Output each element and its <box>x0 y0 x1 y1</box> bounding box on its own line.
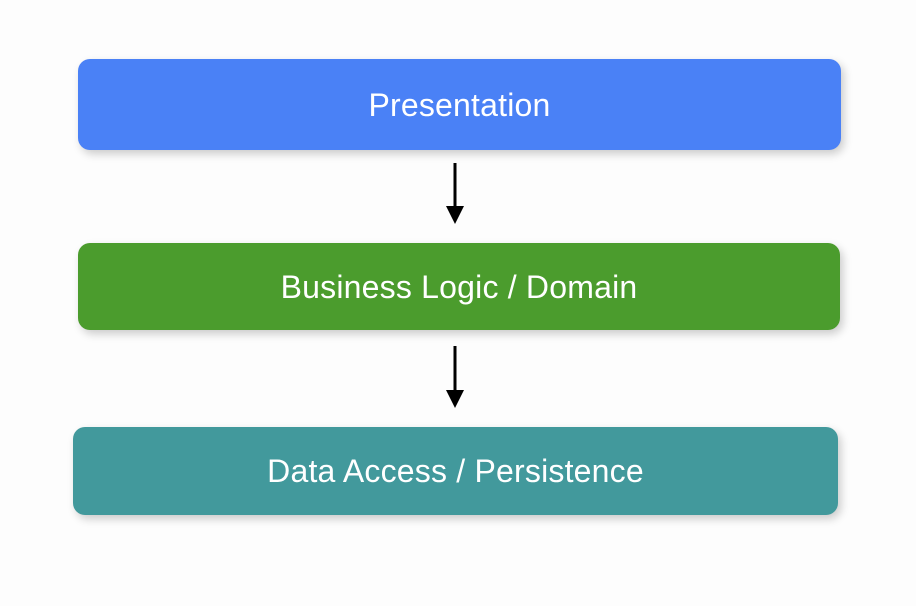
layer-node-business-logic-label: Business Logic / Domain <box>280 268 638 305</box>
layer-node-data-access[interactable]: Data Access / Persistence <box>73 427 838 515</box>
arrow-presentation-to-business <box>437 163 473 225</box>
arrow-business-to-data <box>437 346 473 410</box>
layer-node-presentation[interactable]: Presentation <box>78 59 841 150</box>
layer-node-presentation-label: Presentation <box>368 86 551 123</box>
down-arrow-icon <box>446 163 464 224</box>
down-arrow-icon <box>446 346 464 408</box>
layer-node-data-access-label: Data Access / Persistence <box>267 453 644 489</box>
layer-node-business-logic[interactable]: Business Logic / Domain <box>78 243 840 330</box>
